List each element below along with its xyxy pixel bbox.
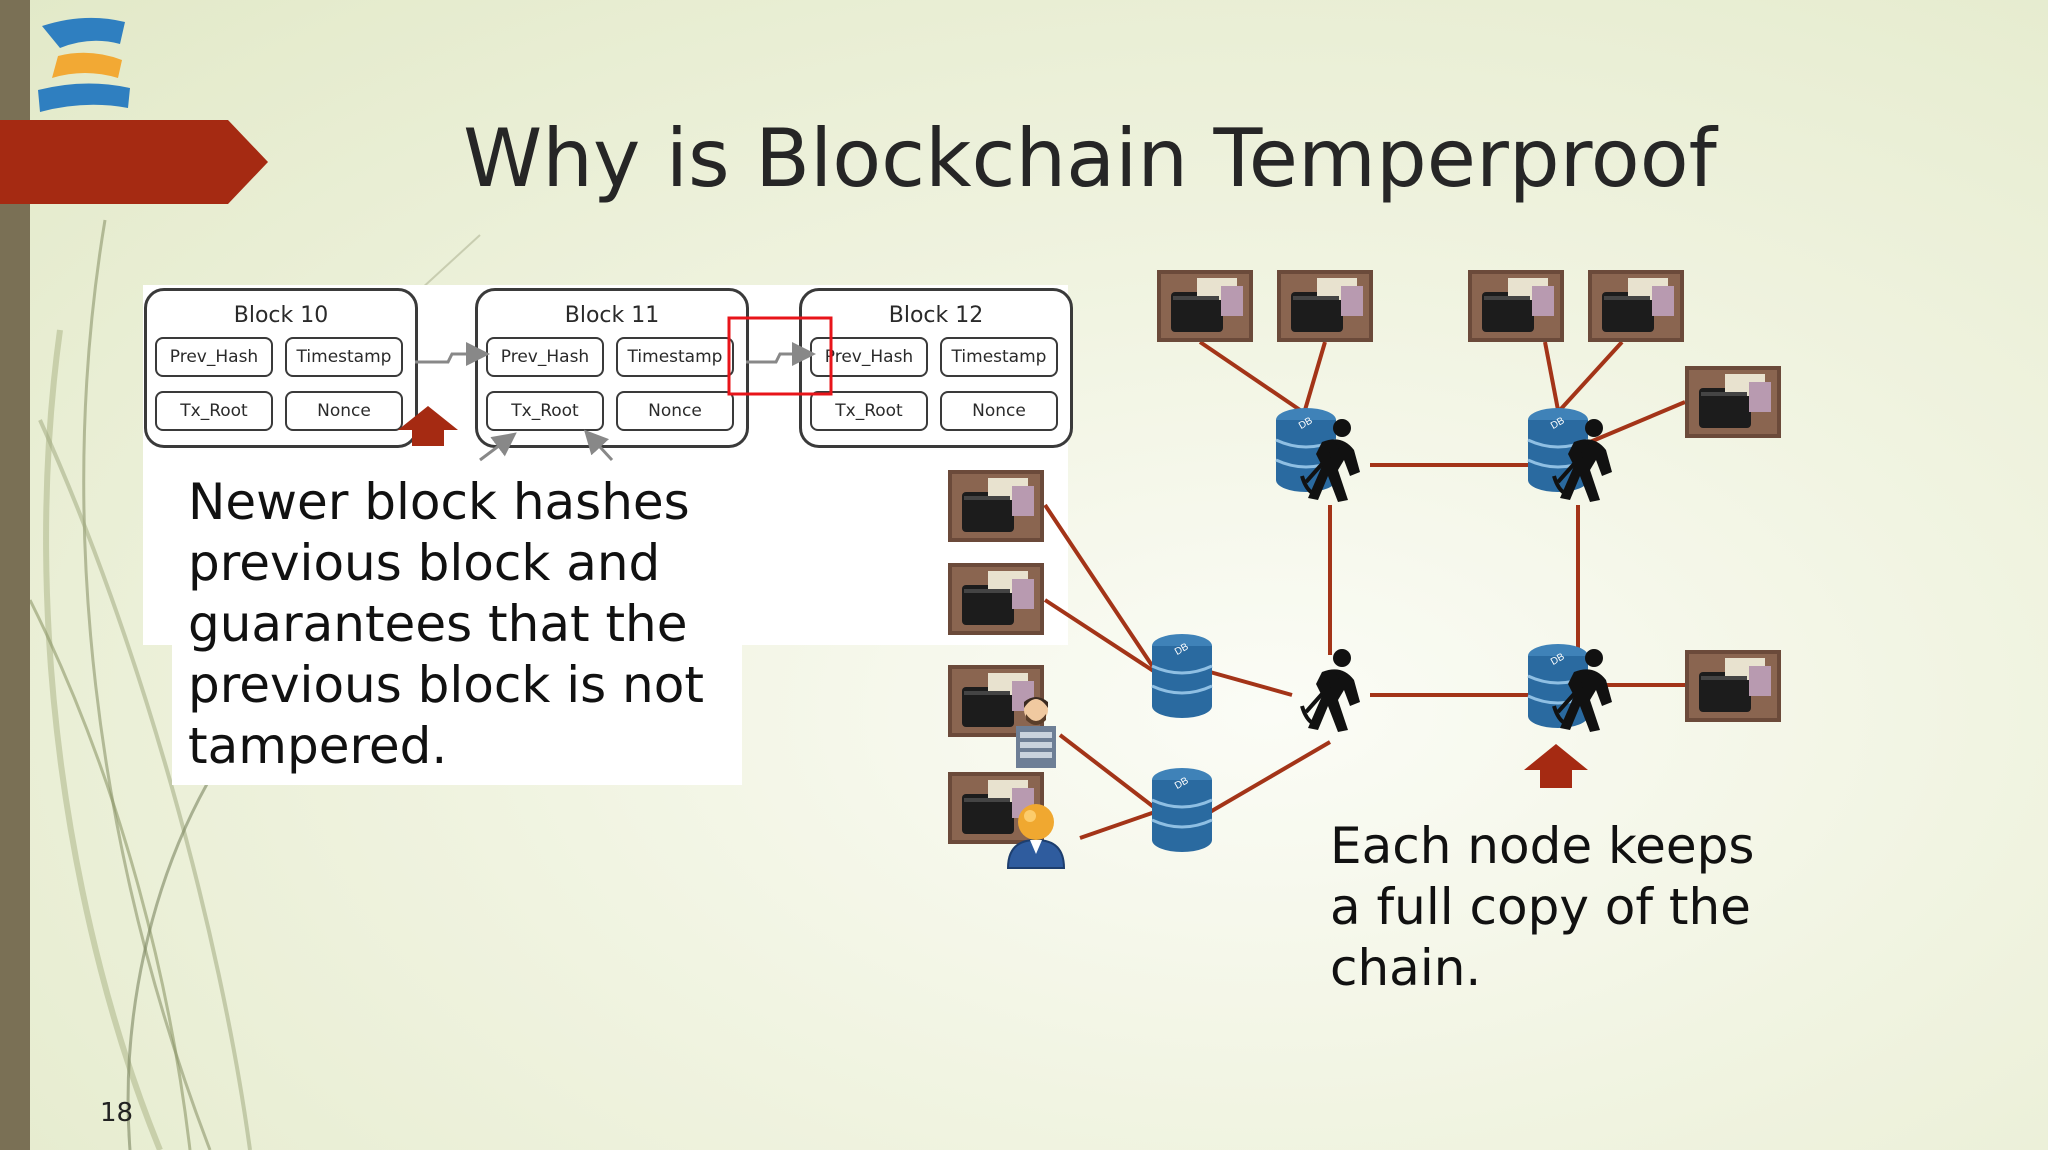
hash-link-highlight [727,316,833,396]
block-title: Block 10 [233,303,329,328]
timestamp-field: Timestamp [940,337,1058,377]
block-10: Block 10 Prev_Hash Timestamp Tx_Root Non… [144,288,418,448]
timestamp-field: Timestamp [285,337,403,377]
database-icon [1150,632,1214,720]
nonce-field: Nonce [940,391,1058,431]
admin-avatar-icon [1016,697,1056,768]
left-caption: Newer block hashes previous block and gu… [188,473,704,775]
user-avatar-icon [1006,804,1066,869]
network-links [1043,340,1686,840]
database-icon [1150,766,1214,854]
nonce-field: Nonce [616,391,734,431]
block-title: Block 11 [564,303,660,328]
tx-root-field: Tx_Root [486,391,604,431]
title-banner-arrow [0,120,268,204]
input-arrow [479,432,517,462]
timestamp-field: Timestamp [616,337,734,377]
nonce-field: Nonce [285,391,403,431]
prev-hash-field: Prev_Hash [486,337,604,377]
tx-root-field: Tx_Root [155,391,273,431]
wallet-icon [1468,270,1564,342]
block-title: Block 12 [888,303,984,328]
company-logo [38,17,130,112]
caption-background [172,640,742,785]
wallet-icon [1157,270,1253,342]
up-arrow-icon [1524,744,1588,788]
right-caption: Each node keeps a full copy of the chain… [1330,817,1755,997]
wallet-icon [948,563,1044,635]
wallet-icon [1588,270,1684,342]
page-title: Why is Blockchain Temperproof [463,112,1717,205]
wallet-icon [948,470,1044,542]
chain-link-arrow [746,342,816,366]
tx-root-field: Tx_Root [810,391,928,431]
wallet-icon [1277,270,1373,342]
page-number: 18 [100,1098,134,1128]
chain-link-arrow [415,342,490,366]
block-11: Block 11 Prev_Hash Timestamp Tx_Root Non… [475,288,749,448]
miner-icon [1300,647,1362,734]
prev-hash-field: Prev_Hash [155,337,273,377]
up-arrow-icon [398,406,458,446]
wallet-icon [1685,366,1781,438]
input-arrow [583,429,614,462]
wallet-icon [1685,650,1781,722]
